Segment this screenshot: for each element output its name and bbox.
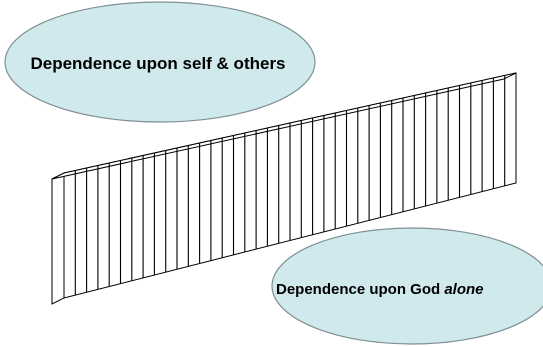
bottom-ellipse-label-main: Dependence upon God — [276, 281, 444, 298]
top-ellipse-label: Dependence upon self & others — [30, 54, 285, 73]
bottom-ellipse-label-emphasis: alone — [444, 281, 483, 298]
fence-side — [52, 173, 64, 304]
top-ellipse-group: Dependence upon self & others — [5, 2, 315, 122]
bottom-ellipse-group: Dependence upon God alone — [272, 228, 543, 344]
bottom-ellipse-label: Dependence upon God alone — [276, 281, 484, 298]
